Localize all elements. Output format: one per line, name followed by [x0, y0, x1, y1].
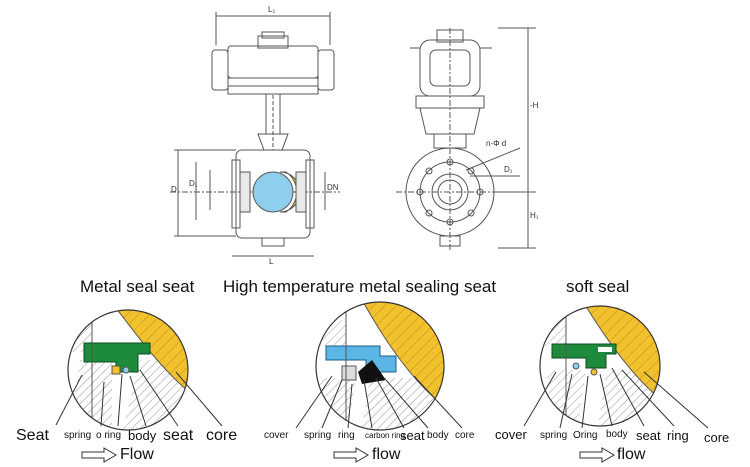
ball-core: [252, 171, 294, 213]
flow-arrow-2: [333, 447, 369, 463]
label-soft-core: core: [704, 430, 730, 445]
dim-n-phi-d: n-Φ d: [486, 139, 507, 148]
title-soft-seal: soft seal: [566, 277, 630, 296]
dim-D1-side: D₁: [504, 165, 513, 174]
label-soft-cover: cover: [495, 427, 527, 442]
dim-D: D: [171, 185, 177, 194]
label-ht-ring: ring: [338, 430, 355, 441]
label-soft-seat: seat: [636, 428, 661, 443]
label-ht-cover: cover: [264, 430, 289, 441]
label-metal-seat: seat: [163, 427, 194, 444]
label-soft-oring: Oring: [573, 430, 598, 441]
label-ht-seat: seat: [400, 428, 425, 443]
label-ht-spring: spring: [304, 430, 332, 441]
label-soft-body: body: [606, 429, 628, 440]
flow-arrow-3: [579, 447, 615, 463]
metal-seal-detail: [55, 309, 223, 431]
title-metal-seal-seat: Metal seal seat: [80, 277, 195, 296]
label-soft-spring: spring: [540, 430, 568, 441]
label-ht-body: body: [427, 430, 449, 441]
valve-technical-drawing: [170, 12, 536, 257]
label-ht-carbon-ring: carbon ring: [365, 431, 406, 440]
label-metal-body: body: [128, 428, 157, 443]
label-metal-seat-left: Seat: [16, 427, 49, 444]
label-soft-ring: ring: [667, 428, 689, 443]
high-temp-seal-detail: [295, 301, 463, 431]
label-metal-spring: spring: [64, 430, 92, 441]
dim-L: L: [269, 257, 274, 266]
label-ht-flow: flow: [372, 446, 401, 463]
label-metal-o-ring: o ring: [96, 430, 122, 441]
label-metal-flow: Flow: [120, 446, 154, 463]
dim-D1: D₁: [189, 179, 198, 188]
dim-DN: DN: [327, 183, 339, 192]
dim-H: -H: [530, 101, 539, 110]
dim-H1: H₁: [530, 211, 539, 220]
soft-seal-detail: [523, 305, 709, 429]
title-high-temp-seat: High temperature metal sealing seat: [223, 277, 497, 296]
dim-L1: L₁: [268, 5, 276, 14]
flow-arrow-1: [81, 447, 117, 463]
label-metal-core: core: [206, 427, 238, 444]
label-soft-flow: flow: [617, 446, 646, 463]
label-ht-core: core: [455, 430, 475, 441]
